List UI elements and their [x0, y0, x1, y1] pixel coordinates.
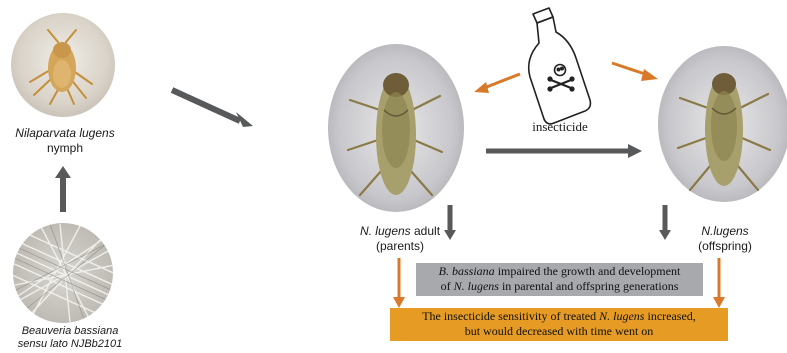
- growth-box: B. bassiana impaired the growth and deve…: [416, 264, 703, 294]
- offspring-species-name: N.lugens: [680, 224, 770, 239]
- sensitivity-box-end-a: increased,: [644, 309, 695, 323]
- sensitivity-box: The insecticide sensitivity of treated N…: [390, 309, 728, 339]
- sensitivity-box-text-a: The insecticide sensitivity of treated: [422, 309, 599, 323]
- fungus-name-line2: sensu lato NJBb2101: [0, 338, 140, 351]
- sensitivity-box-species: N. lugens: [599, 309, 644, 323]
- arrow-nymph-to-adult: [172, 90, 253, 127]
- fungus-name-line1: Beauveria bassiana: [0, 325, 140, 338]
- nymph-image: [11, 13, 115, 117]
- insecticide-bottle-icon: [529, 8, 591, 124]
- sensitivity-box-line2: but would decreased with time went on: [390, 324, 728, 339]
- growth-box-species-a: B. bassiana: [439, 264, 495, 278]
- arrow-fungus-to-nymph: [55, 166, 71, 212]
- nymph-stage-label: nymph: [0, 141, 130, 156]
- growth-box-prefix-b: of: [441, 279, 454, 293]
- growth-box-line1: B. bassiana impaired the growth and deve…: [416, 264, 703, 279]
- offspring-label: N.lugens (offspring): [680, 224, 770, 254]
- offspring-role: (offspring): [680, 239, 770, 254]
- adult-label: N. lugens adult (parents): [350, 224, 450, 254]
- offspring-image: [658, 46, 787, 202]
- fungus-label: Beauveria bassiana sensu lato NJBb2101: [0, 325, 140, 351]
- growth-box-line2: of N. lugens in parental and offspring g…: [416, 279, 703, 294]
- adult-image: [328, 44, 464, 212]
- growth-box-text-b: in parental and offspring generations: [499, 279, 678, 293]
- arrow-left-to-sensitivity: [393, 258, 405, 308]
- adult-stage: adult: [411, 224, 440, 238]
- nymph-species-name: Nilaparvata lugens: [0, 126, 130, 141]
- arrow-insecticide-to-offspring: [612, 63, 658, 81]
- nymph-label: Nilaparvata lugens nymph: [0, 126, 130, 156]
- sensitivity-box-line1: The insecticide sensitivity of treated N…: [390, 309, 728, 324]
- arrow-insecticide-to-adult: [474, 74, 520, 93]
- arrow-right-to-sensitivity: [713, 258, 725, 308]
- fungus-image: [10, 223, 120, 324]
- arrow-adult-to-offspring: [486, 144, 642, 158]
- insecticide-label: insecticide: [505, 119, 615, 134]
- growth-box-text-a: impaired the growth and development: [495, 264, 681, 278]
- arrow-offspring-down: [659, 205, 671, 240]
- adult-role: (parents): [350, 239, 450, 254]
- growth-box-species-b: N. lugens: [454, 279, 499, 293]
- adult-title: N. lugens adult: [350, 224, 450, 239]
- adult-species-name: N. lugens: [360, 224, 411, 238]
